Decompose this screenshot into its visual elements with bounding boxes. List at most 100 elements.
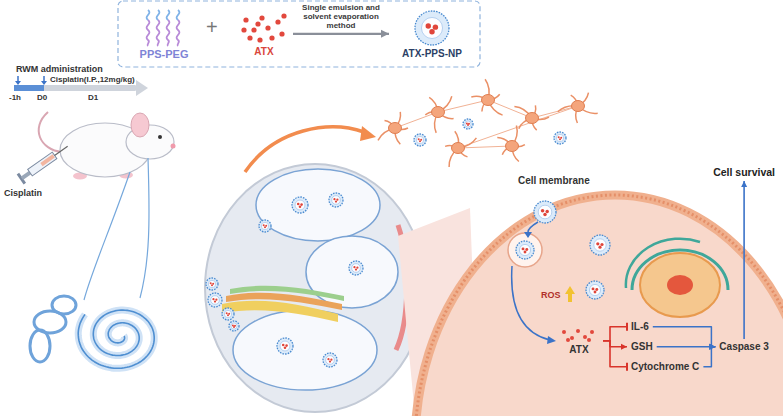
- nanoparticle-shell: [222, 308, 234, 320]
- nanoparticle-shell: [463, 119, 473, 129]
- dots-icon: [238, 10, 290, 46]
- mouse: [131, 113, 149, 137]
- nanoparticle-shell: [229, 321, 239, 331]
- node-label: Cell survival: [712, 166, 776, 178]
- nanoparticle: [277, 338, 293, 354]
- drug-dot: [356, 267, 358, 269]
- nanoparticle-core: [594, 239, 606, 251]
- drug-dot: [243, 17, 248, 22]
- drug-dot: [570, 336, 574, 340]
- drug-dot: [600, 243, 603, 246]
- nanoparticle-shell: [329, 193, 343, 207]
- nanoparticle-shell: [534, 201, 556, 223]
- drug-dot: [594, 291, 597, 294]
- drug-dot: [330, 359, 332, 361]
- cell: [512, 266, 550, 340]
- node-label: Cytochrome C: [630, 361, 700, 373]
- mouse: [39, 112, 176, 180]
- nanoparticle-core: [231, 323, 237, 329]
- inhibition-bar: [626, 363, 628, 371]
- drug-dot: [598, 246, 601, 249]
- nanoparticle-core: [295, 200, 305, 210]
- drug-dot: [525, 248, 528, 251]
- drug-dot: [226, 312, 228, 314]
- syringe: [28, 152, 57, 176]
- node-label: PPS-PEG: [128, 48, 200, 61]
- cochlea-spiral: [30, 330, 50, 362]
- drug-dot: [595, 288, 598, 291]
- cochlea-spiral: [52, 296, 76, 314]
- nanoparticle-shell: [414, 134, 426, 146]
- nanoparticle: [349, 261, 363, 275]
- nanoparticle-core: [556, 134, 563, 141]
- nanoparticle-core: [280, 341, 290, 351]
- nanoparticle-core: [261, 222, 268, 229]
- nanoparticle-core: [211, 296, 220, 305]
- drug-dot: [299, 205, 302, 208]
- np-icon: [392, 8, 472, 48]
- dendrite: [458, 106, 578, 148]
- nanoparticle: [463, 119, 473, 129]
- connector-line: [653, 327, 716, 347]
- timeline: [136, 80, 148, 96]
- node-label: ATX: [558, 344, 600, 356]
- cochlea-spiral: [78, 310, 154, 368]
- nanoparticle-shell: [516, 241, 534, 259]
- neuron-body: [432, 107, 445, 118]
- drug-dot: [558, 136, 560, 138]
- nanoparticle-core: [332, 196, 341, 205]
- syringe: [17, 141, 71, 184]
- nanoparticle-node: ATX-PPS-NP: [392, 8, 472, 60]
- drug-dot: [545, 210, 549, 214]
- nanoparticle: [206, 278, 218, 290]
- drug-dot: [418, 138, 420, 140]
- drug-dot: [232, 324, 234, 326]
- drug-dot: [227, 314, 229, 316]
- guide-lines: [84, 158, 149, 300]
- cochlea-section: [205, 164, 425, 412]
- cochlea-section: [205, 164, 425, 412]
- cochlea-spiral: [78, 310, 154, 368]
- drug-node: ATX: [238, 10, 290, 58]
- drug-dot: [560, 137, 562, 139]
- drug-dot: [433, 24, 438, 29]
- cochlea-spiral: [30, 296, 154, 368]
- connector-line: [603, 341, 627, 367]
- drug-dot: [353, 266, 355, 268]
- drug-dot: [355, 268, 357, 270]
- arrowhead: [741, 181, 747, 187]
- nanoparticle-shell: [590, 235, 610, 255]
- arrowhead: [381, 30, 389, 38]
- arrowhead: [621, 344, 627, 350]
- polymer-node: PPS-PEG: [128, 8, 200, 61]
- node-label: ATX-PPS-NP: [392, 48, 472, 60]
- cell: [415, 195, 783, 416]
- drug-dot: [522, 247, 525, 250]
- nanoparticle-core: [416, 136, 423, 143]
- connector-line: [293, 33, 389, 35]
- nanoparticles: [206, 193, 610, 367]
- cell: [547, 336, 556, 344]
- annotation: +: [206, 16, 218, 39]
- connector: [741, 181, 747, 339]
- dashed-frame: [118, 1, 480, 67]
- drug-dot: [281, 13, 286, 18]
- transfer-arrow: [245, 127, 364, 172]
- nanoparticle: [222, 308, 234, 320]
- mouse: [158, 135, 162, 139]
- cell: [415, 195, 783, 416]
- drug-dot: [265, 25, 270, 30]
- nanoparticle: [415, 11, 449, 45]
- nanoparticle: [414, 134, 426, 146]
- polymer-chain: [177, 20, 180, 46]
- drug-dot: [247, 35, 252, 40]
- cell: [640, 253, 720, 317]
- drug-dot: [329, 360, 331, 362]
- nanoparticle-core: [421, 17, 442, 38]
- drug-dot: [210, 282, 212, 284]
- connector: [703, 344, 715, 367]
- drug-dot: [541, 209, 545, 213]
- neuron-body: [572, 101, 585, 112]
